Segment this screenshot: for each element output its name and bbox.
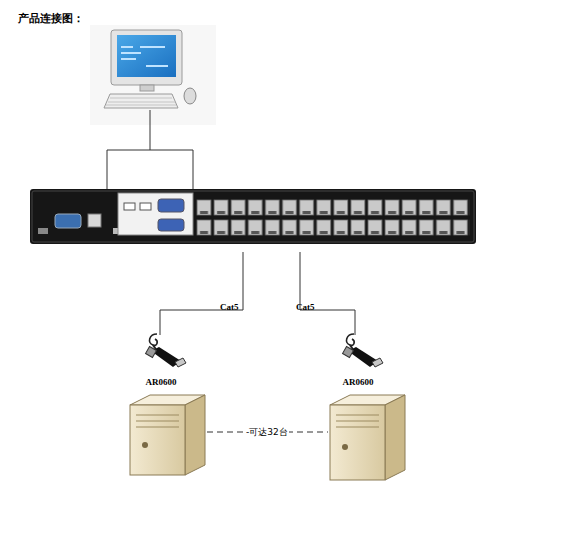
serial-port (55, 214, 81, 228)
count-note: -可达32台 (245, 426, 289, 439)
cat5-cable (300, 252, 355, 335)
dongle-cable (150, 334, 158, 345)
computer-backdrop (90, 25, 216, 125)
server-button (142, 442, 148, 448)
usb-port (124, 203, 135, 210)
dongle-plug (146, 347, 157, 358)
dongle-node: AR0600 (133, 331, 189, 387)
console-cable (107, 110, 193, 190)
dongle-plug (372, 358, 383, 367)
server-front (330, 405, 385, 480)
console-panel (118, 193, 193, 235)
diagram-title: 产品连接图： (18, 11, 84, 26)
mouse (184, 88, 196, 104)
kvm-switch (30, 189, 476, 244)
cable-label: Cat5 (296, 302, 315, 312)
server-bays (136, 415, 179, 427)
computer-illustration (90, 25, 216, 125)
server-button (342, 444, 348, 450)
lan-port (88, 214, 101, 227)
server-side (185, 395, 205, 475)
dongle-plug (343, 347, 354, 358)
rj45-ports (196, 199, 470, 239)
server-tower (330, 395, 405, 480)
power-port (38, 228, 48, 234)
monitor-screen (117, 35, 176, 77)
cable-label: Cat5 (220, 302, 239, 312)
dongle-label: AR0600 (330, 377, 386, 387)
server-side (385, 395, 405, 480)
dongle-label: AR0600 (133, 377, 189, 387)
screen-lines (121, 47, 168, 66)
dongle-node: AR0600 (330, 331, 386, 387)
keyboard (104, 94, 178, 108)
monitor-frame (111, 30, 182, 85)
keyboard-keys (106, 98, 176, 105)
switch-edge (32, 191, 474, 242)
monitor-stand (140, 85, 154, 91)
vga-port (158, 199, 184, 212)
usb-port (140, 203, 151, 210)
dongle-illustration (330, 331, 386, 371)
switch-body (30, 189, 476, 244)
dongle-plug (175, 358, 186, 367)
server-front (130, 405, 185, 475)
dongle-cable (347, 334, 355, 345)
server-tower (130, 395, 205, 475)
cat5-cable (160, 252, 243, 335)
vga-port (158, 219, 184, 231)
dongle-illustration (133, 331, 189, 371)
server-bays (336, 415, 379, 427)
